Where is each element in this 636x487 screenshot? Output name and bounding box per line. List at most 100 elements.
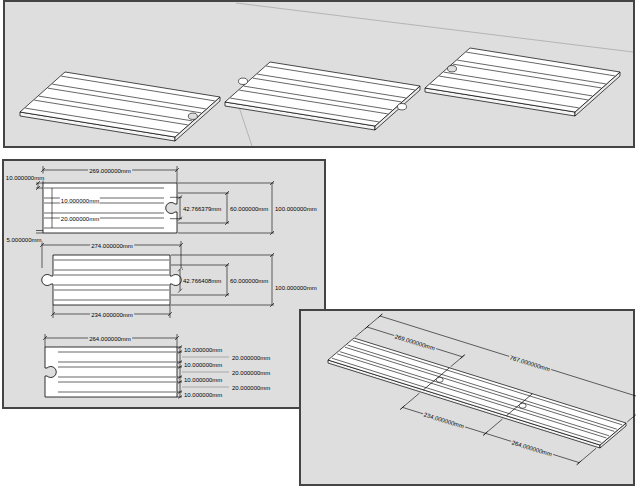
view-panel	[3, 160, 325, 408]
dimension-line	[403, 407, 580, 462]
panel-frame	[3, 160, 325, 408]
jigsaw-notch	[188, 113, 197, 119]
joint-line	[423, 368, 449, 390]
extension-line	[171, 255, 274, 256]
dimension-tick	[43, 336, 47, 340]
dimension-tick	[36, 181, 40, 185]
board-top	[225, 62, 420, 126]
dimension-line	[180, 197, 181, 218]
groove-line	[253, 78, 402, 102]
groove-line	[39, 96, 192, 121]
dimension-tick	[36, 186, 40, 190]
extension-line	[177, 347, 182, 348]
extension-line	[177, 382, 182, 383]
dimension-label: 269.000000mm	[88, 167, 132, 174]
dimension-line	[367, 327, 462, 357]
groove-line	[58, 382, 176, 383]
dimension-label: 10.000000mm	[183, 346, 223, 353]
extension-line	[182, 269, 183, 270]
groove-line	[52, 84, 205, 109]
leader-line	[182, 372, 229, 373]
board-plan	[45, 347, 177, 397]
groove-line	[332, 358, 601, 442]
dimension-tick	[365, 325, 369, 329]
extension-line	[177, 362, 182, 363]
board-top	[20, 72, 220, 137]
dimension-tick	[178, 396, 182, 399]
extension-line	[483, 419, 503, 436]
groove-line	[444, 72, 593, 96]
extension-line	[36, 188, 43, 189]
dimension-label: 10.000000mm	[183, 391, 223, 398]
dimension-tick	[378, 314, 382, 318]
groove-line	[58, 352, 176, 353]
dimension-tick	[179, 243, 183, 247]
dimension-label: 234.000000mm	[90, 311, 134, 318]
extension-line	[177, 397, 182, 398]
board-top	[328, 338, 626, 445]
groove-line	[58, 377, 176, 378]
view-panel	[300, 310, 636, 485]
extension-line	[177, 392, 182, 393]
extension-line	[171, 305, 274, 306]
extension-line	[355, 314, 382, 337]
board-top	[425, 48, 620, 112]
groove-line	[257, 74, 406, 98]
dimension-tick	[175, 336, 179, 340]
dimension-label: 20.000000mm	[60, 215, 100, 222]
extension-line	[171, 265, 229, 266]
dimension-label: 10.000000mm	[60, 197, 100, 204]
dimension-tick	[178, 361, 182, 364]
dimension-tick	[484, 431, 488, 435]
dimension-tick	[178, 376, 182, 379]
dimension-line	[272, 183, 273, 233]
dimension-label: 42.766379mm	[182, 205, 222, 212]
dimension-tick	[577, 461, 581, 465]
extension-line	[36, 230, 43, 231]
extension-line	[577, 448, 597, 465]
dimension-label: 42.766408mm	[182, 277, 222, 284]
groove-line	[44, 228, 164, 229]
leader-line	[182, 387, 229, 388]
groove-line	[58, 362, 176, 363]
dimension-tick	[178, 381, 182, 384]
dimension-label: 264.000000mm	[88, 335, 132, 342]
view-panel	[4, 1, 634, 147]
panel-frame	[4, 1, 634, 147]
dimension-label: 10.000000mm	[183, 361, 223, 368]
groove-line	[466, 52, 615, 76]
dimension-tick	[225, 293, 229, 297]
jigsaw-tab	[398, 104, 407, 110]
groove-line	[453, 64, 602, 88]
dimension-line	[227, 193, 228, 223]
dimension-label: 20.000000mm	[231, 384, 271, 391]
groove-line	[54, 285, 169, 286]
dimension-label: 20.000000mm	[231, 369, 271, 376]
joint-line	[506, 394, 532, 416]
axis-line	[236, 3, 633, 52]
dimension-tick	[270, 253, 274, 257]
extension-line	[45, 334, 46, 347]
groove-line	[348, 345, 617, 429]
extension-line	[53, 305, 54, 318]
dimension-tick	[270, 303, 274, 307]
dimension-tick	[175, 168, 179, 172]
dimension-tick	[460, 355, 464, 359]
groove-line	[58, 392, 176, 393]
dimension-label: 100.000000mm	[274, 284, 318, 291]
extension-line	[400, 393, 420, 410]
dimension-tick	[168, 312, 172, 316]
dimension-tick	[40, 243, 44, 247]
board-plan	[43, 183, 177, 233]
groove-line	[54, 300, 169, 301]
groove-line	[266, 66, 415, 90]
groove-line	[44, 213, 164, 214]
groove-line	[353, 341, 622, 425]
groove-line	[54, 270, 169, 271]
groove-line	[439, 76, 588, 100]
dimension-tick	[178, 366, 182, 369]
extension-line	[177, 334, 178, 347]
groove-line	[34, 100, 187, 125]
